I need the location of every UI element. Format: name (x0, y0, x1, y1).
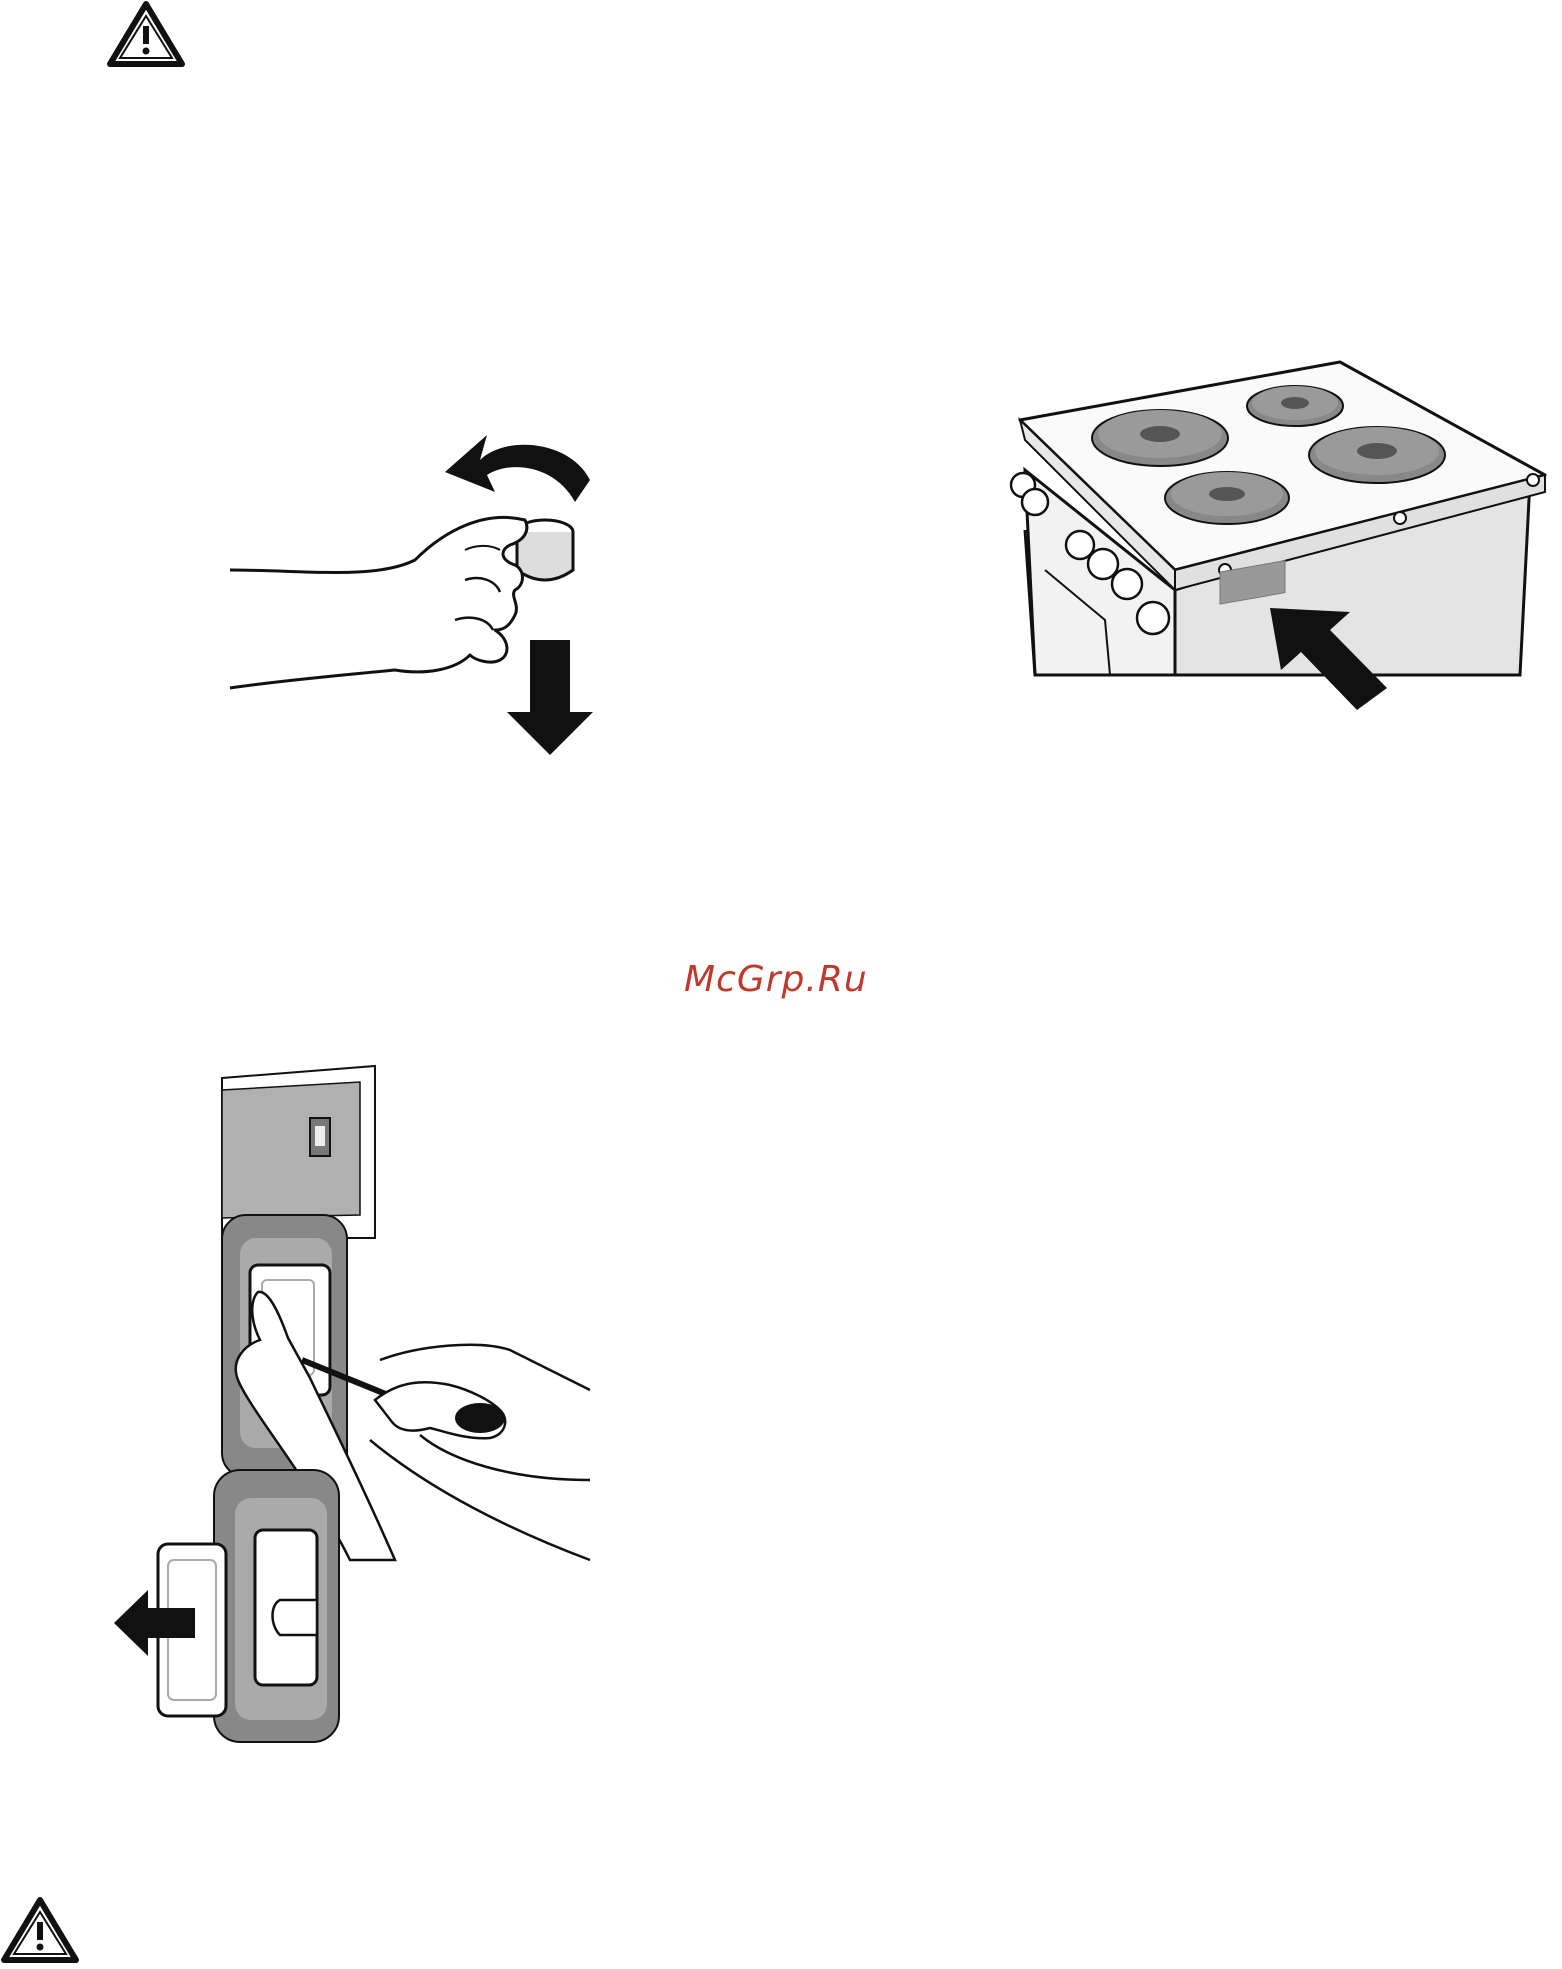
control-knob-icon (1022, 489, 1048, 515)
control-knob-icon (1112, 569, 1142, 599)
pull-arrow-icon (507, 640, 593, 755)
figure-knob-removal (225, 420, 605, 760)
rotate-arrow-icon (445, 435, 590, 502)
control-knob-icon (1137, 602, 1169, 634)
hotplate-icon (1309, 427, 1445, 483)
warning-triangle-icon (106, 0, 186, 68)
hotplate-icon (1092, 410, 1228, 466)
figure-lamp-cover-removal (110, 1060, 600, 1760)
hotplate-icon (1247, 386, 1343, 426)
watermark: McGrp.Ru (684, 955, 884, 1005)
hotplate-icon (1165, 472, 1289, 524)
warning-triangle-icon (0, 1896, 80, 1964)
control-knob-icon (1088, 549, 1118, 579)
figure-cooker-rating-plate (1005, 350, 1560, 710)
